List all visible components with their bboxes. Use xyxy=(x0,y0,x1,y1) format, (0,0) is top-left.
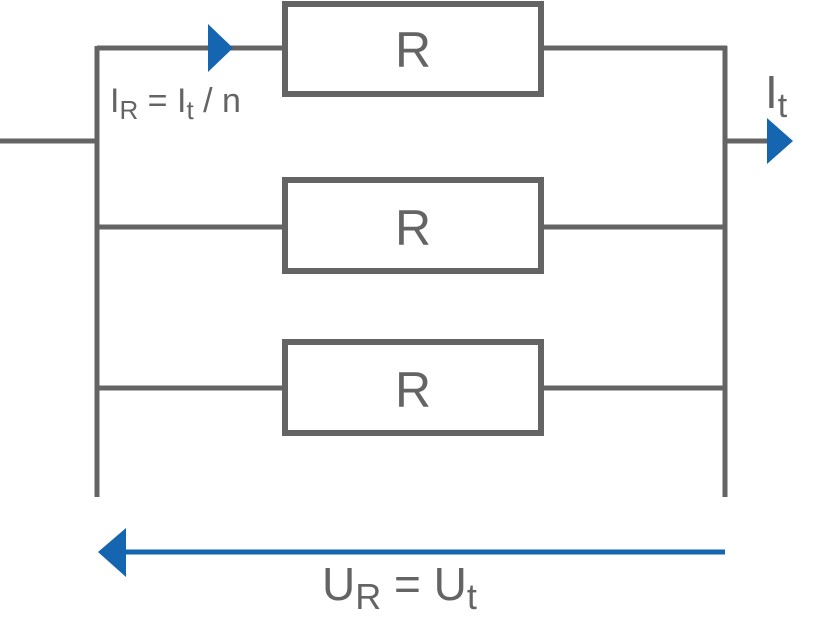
voltage-arrow-head xyxy=(98,528,126,577)
resistor-2: R xyxy=(282,177,544,274)
voltage-arrow-icon xyxy=(98,528,725,577)
total-current-label: It xyxy=(765,66,788,125)
resistor-3-body xyxy=(282,339,544,436)
resistor-1: R xyxy=(282,1,544,97)
resistor-1-body xyxy=(282,1,544,97)
resistor-3-label: R xyxy=(395,362,431,418)
resistor-2-label: R xyxy=(395,200,431,256)
voltage-label: UR = Ut xyxy=(322,558,477,617)
resistor-2-body xyxy=(282,177,544,274)
branch-current-arrow-icon xyxy=(208,24,233,72)
resistor-1-label: R xyxy=(395,22,431,78)
branch-current-label: IR = It / n xyxy=(110,82,241,125)
resistor-3: R xyxy=(282,339,544,436)
circuit-wires xyxy=(0,45,790,497)
total-current-arrow-icon xyxy=(767,118,793,164)
